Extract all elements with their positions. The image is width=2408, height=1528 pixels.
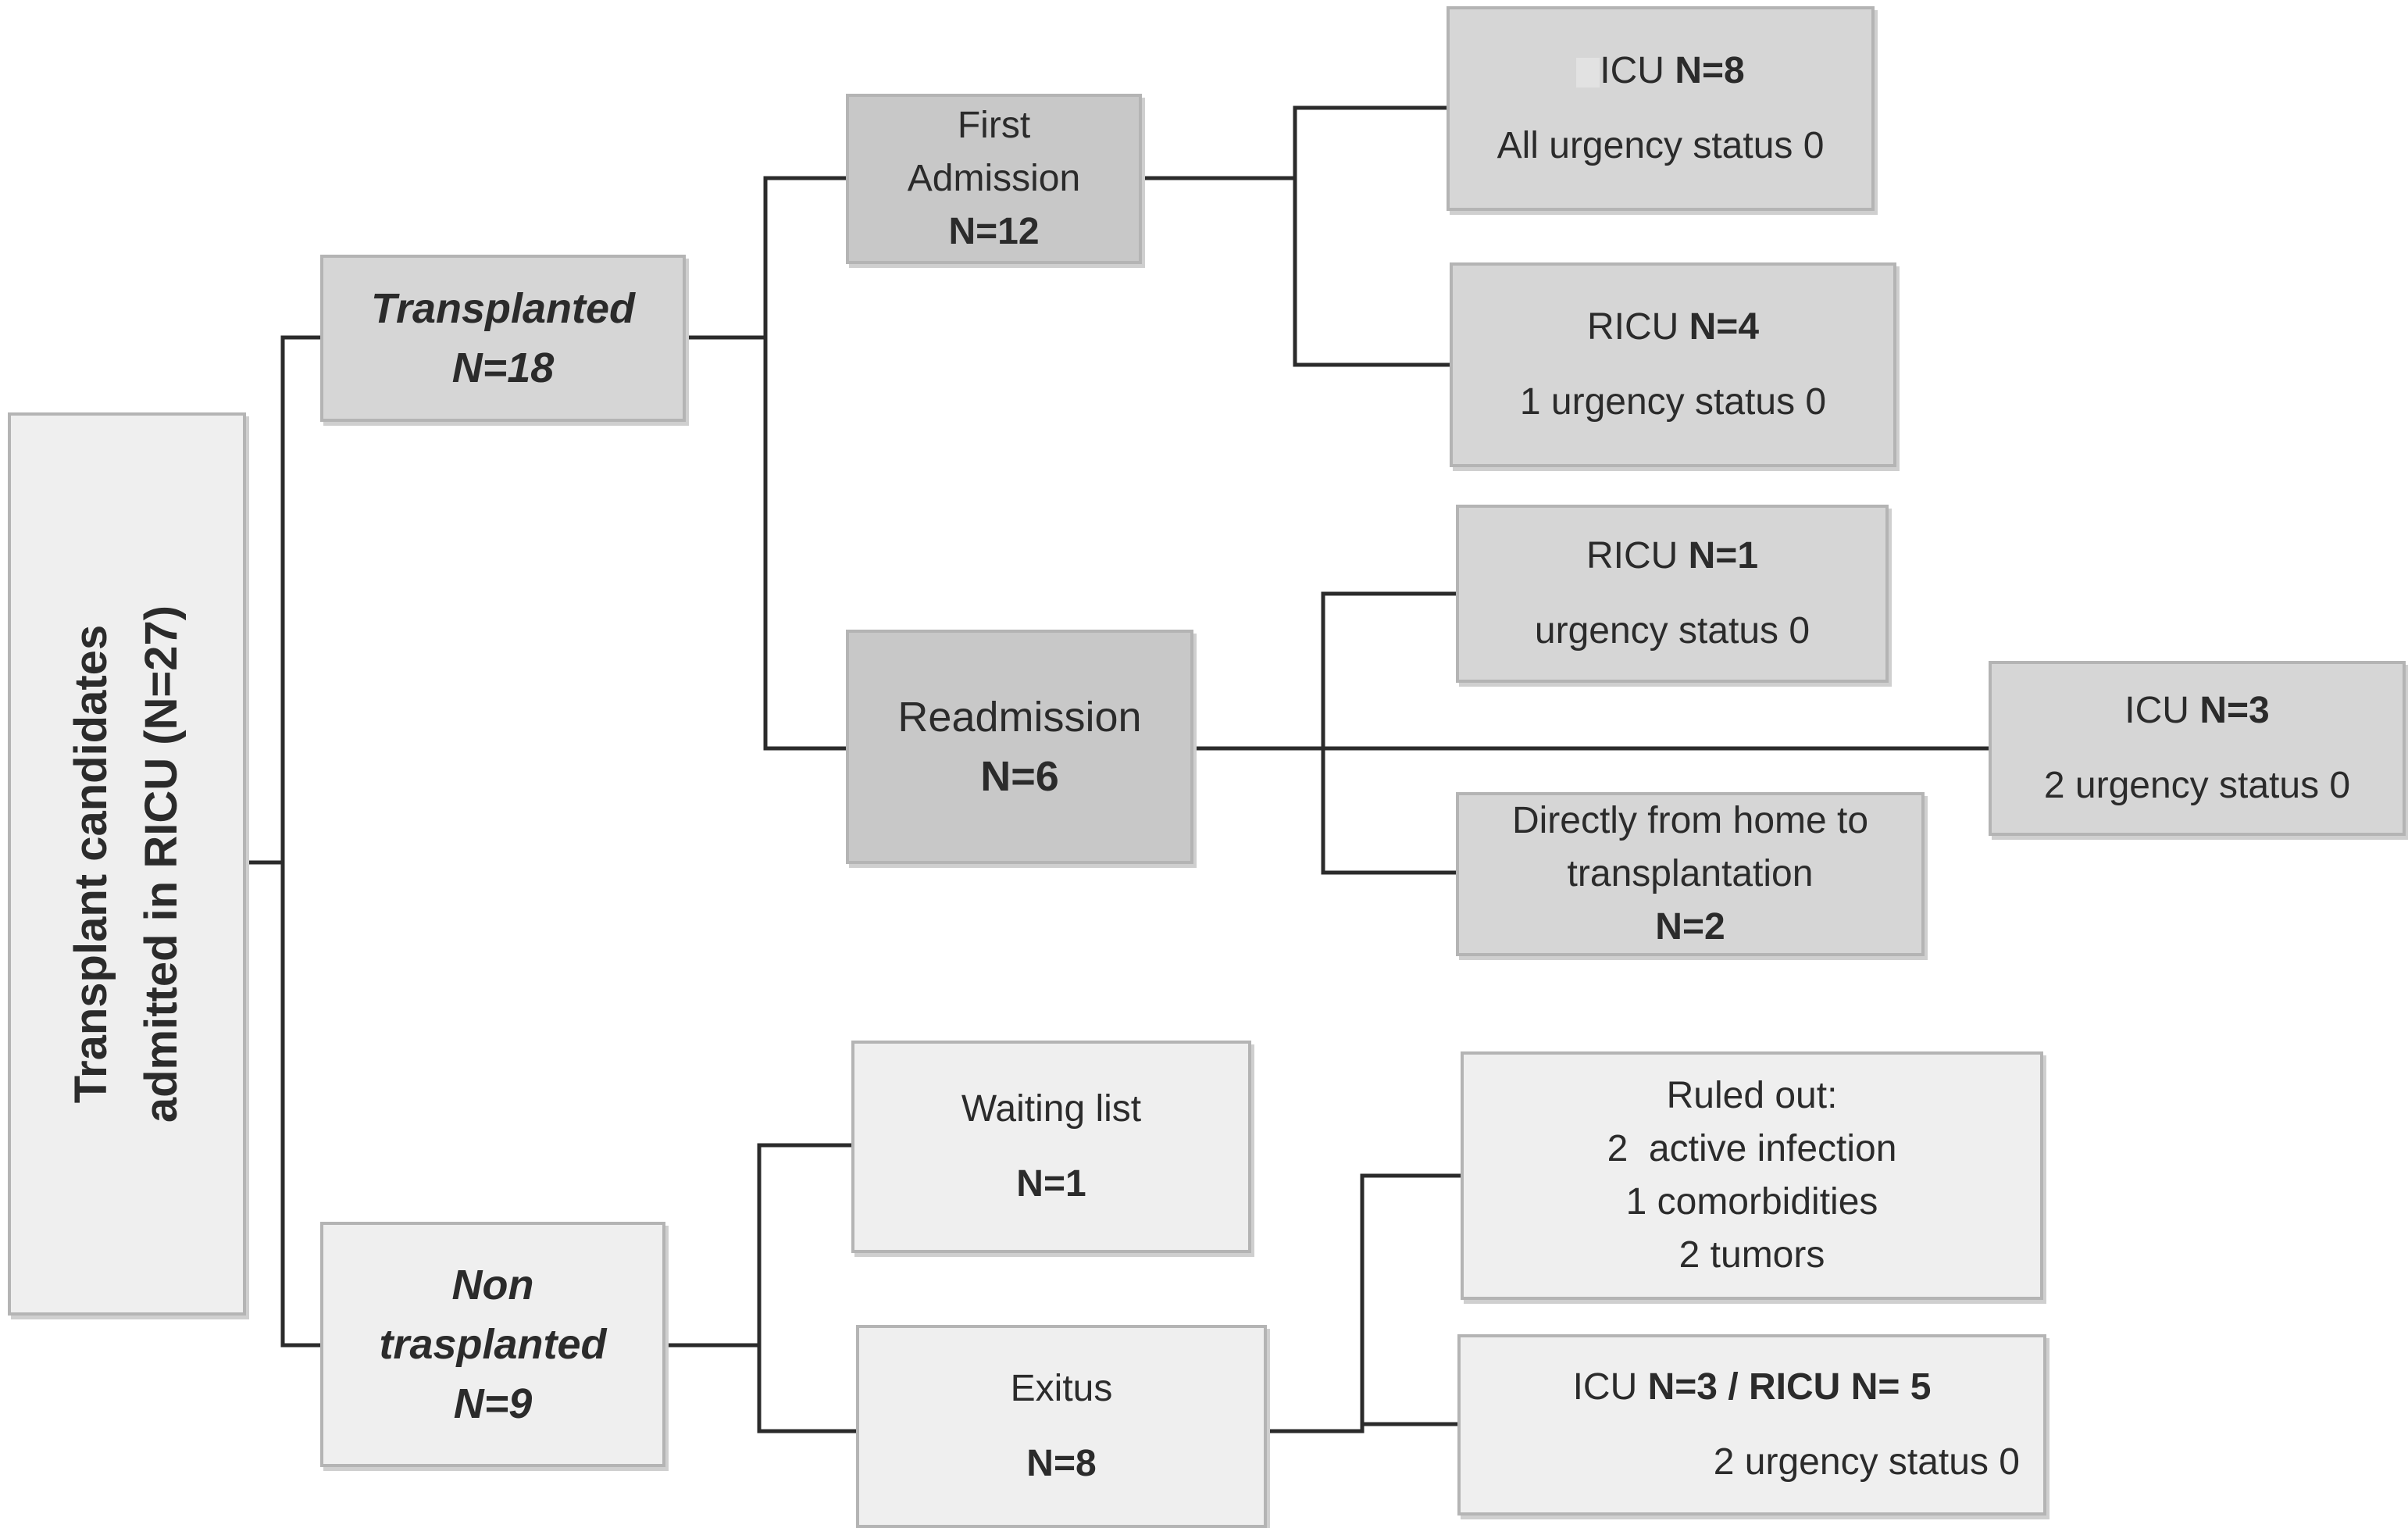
root-box-transplant-candidates: Transplant candidates admitted in RICU (… bbox=[8, 412, 246, 1316]
ruled-out-item: 2 tumors bbox=[1678, 1234, 1825, 1276]
box-ruled-out: Ruled out: 2 active infection 1 comorbid… bbox=[1461, 1051, 2043, 1300]
ricu-n8-count: N=8 bbox=[1675, 50, 1745, 91]
waiting-list-label: Waiting list bbox=[961, 1088, 1142, 1130]
box-icu-ricu: ICU N=3 / RICU N= 5 2 urgency status 0 bbox=[1457, 1334, 2046, 1516]
box-readmission: Readmission N=6 bbox=[846, 630, 1193, 864]
ricu-n8-detail: All urgency status 0 bbox=[1497, 125, 1825, 166]
box-icu-n3: ICU N=3 2 urgency status 0 bbox=[1989, 661, 2406, 836]
box-waiting-list: Waiting list N=1 bbox=[851, 1041, 1251, 1253]
redacted-mark bbox=[1576, 58, 1600, 88]
icu-n3-title: ICU N=3 bbox=[2124, 684, 2269, 737]
ruled-out-title: Ruled out: bbox=[1666, 1075, 1838, 1116]
box-first-admission: First Admission N=12 bbox=[846, 94, 1142, 264]
icu-ricu-title: ICU N=3 / RICU N= 5 bbox=[1573, 1361, 1932, 1414]
waiting-list-count: N=1 bbox=[1016, 1163, 1086, 1205]
ricu-n1-count: N=1 bbox=[1688, 535, 1759, 577]
exitus-count: N=8 bbox=[1026, 1443, 1097, 1484]
ricu-n4-prefix: RICU bbox=[1586, 306, 1679, 348]
ricu-n1-prefix: RICU bbox=[1586, 535, 1678, 577]
icu-ricu-icu-count: N=3 bbox=[1647, 1366, 1718, 1408]
first-admission-line-2: Admission bbox=[907, 158, 1081, 199]
box-exitus: Exitus N=8 bbox=[856, 1325, 1267, 1528]
icu-ricu-ricu-prefix: RICU bbox=[1749, 1366, 1841, 1408]
root-box-label: Transplant candidates admitted in RICU (… bbox=[57, 605, 198, 1123]
non-transplanted-line-2: trasplanted bbox=[379, 1321, 607, 1368]
transplanted-count: N=18 bbox=[451, 345, 555, 391]
ricu-n1-detail: urgency status 0 bbox=[1534, 610, 1810, 652]
icu-ricu-ricu-count: N= 5 bbox=[1850, 1366, 1932, 1408]
first-admission-line-1: First bbox=[957, 105, 1031, 146]
icu-n3-detail: 2 urgency status 0 bbox=[2043, 765, 2351, 806]
icu-ricu-separator: / bbox=[1728, 1366, 1739, 1408]
directly-home-line-1: Directly from home to bbox=[1511, 800, 1869, 841]
icu-ricu-detail: 2 urgency status 0 bbox=[1713, 1441, 2020, 1483]
icu-n3-count: N=3 bbox=[2199, 690, 2270, 731]
box-non-transplanted: Non trasplanted N=9 bbox=[320, 1222, 665, 1467]
exitus-label: Exitus bbox=[1010, 1368, 1113, 1409]
transplanted-label: Transplanted bbox=[370, 285, 636, 332]
first-admission-count: N=12 bbox=[948, 211, 1040, 252]
non-transplanted-line-1: Non bbox=[451, 1262, 534, 1308]
box-ricu-n8: ICU N=8 All urgency status 0 bbox=[1447, 6, 1875, 211]
icu-n3-prefix: ICU bbox=[2124, 690, 2189, 731]
ricu-n4-count: N=4 bbox=[1689, 306, 1760, 348]
icu-ricu-icu-prefix: ICU bbox=[1572, 1366, 1638, 1408]
box-transplanted: Transplanted N=18 bbox=[320, 255, 686, 422]
ricu-n4-title: RICU N=4 bbox=[1587, 301, 1759, 354]
non-transplanted-count: N=9 bbox=[453, 1380, 533, 1427]
ricu-n8-prefix: ICU bbox=[1600, 50, 1664, 91]
directly-home-count: N=2 bbox=[1655, 906, 1725, 948]
root-line-2: admitted in RICU (N=27) bbox=[136, 605, 187, 1123]
ruled-out-item: 2 active infection bbox=[1607, 1128, 1897, 1169]
box-directly-from-home: Directly from home to transplantation N=… bbox=[1456, 792, 1925, 956]
ricu-n8-title: ICU N=8 bbox=[1576, 45, 1745, 98]
box-ricu-n1: RICU N=1 urgency status 0 bbox=[1456, 505, 1889, 683]
root-line-1: Transplant candidates bbox=[66, 624, 117, 1104]
ruled-out-item: 1 comorbidities bbox=[1625, 1181, 1878, 1223]
ricu-n1-title: RICU N=1 bbox=[1586, 530, 1758, 583]
readmission-count: N=6 bbox=[980, 753, 1059, 800]
ricu-n4-detail: 1 urgency status 0 bbox=[1519, 381, 1827, 423]
readmission-label: Readmission bbox=[897, 694, 1142, 741]
box-ricu-n4: RICU N=4 1 urgency status 0 bbox=[1450, 262, 1896, 467]
directly-home-line-2: transplantation bbox=[1567, 853, 1814, 894]
